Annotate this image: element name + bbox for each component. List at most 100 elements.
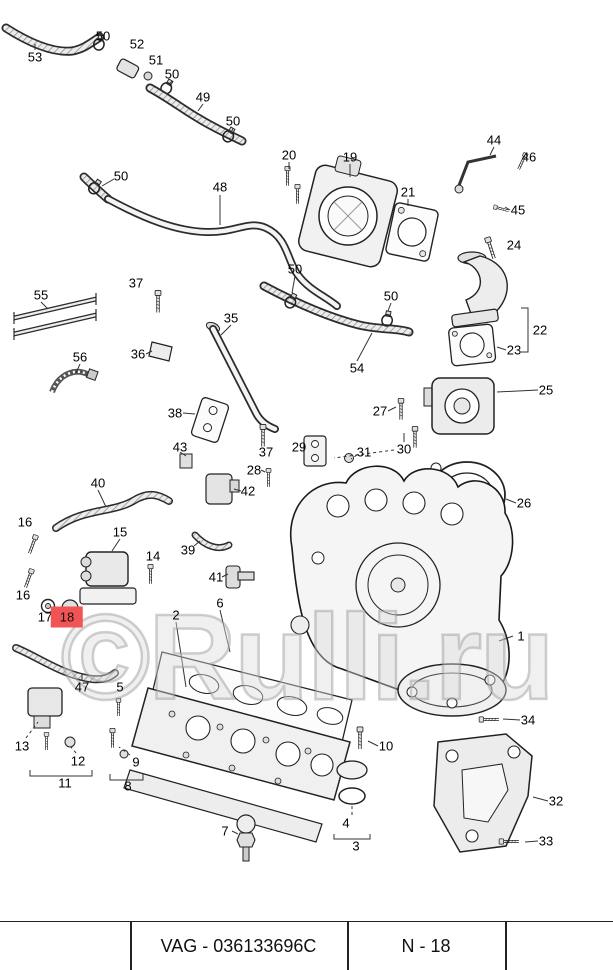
callout-16[interactable]: 16 bbox=[17, 514, 33, 530]
callout-19[interactable]: 19 bbox=[342, 149, 358, 165]
valve-group-11 bbox=[27, 687, 76, 748]
callout-15[interactable]: 15 bbox=[112, 524, 128, 540]
callout-35[interactable]: 35 bbox=[223, 310, 239, 326]
callout-41[interactable]: 41 bbox=[208, 569, 224, 585]
callout-43[interactable]: 43 bbox=[172, 439, 188, 455]
callout-50[interactable]: 50 bbox=[113, 168, 129, 184]
bolt-12-icon bbox=[43, 732, 50, 751]
washer-17 bbox=[40, 598, 56, 614]
bolt-5-icon bbox=[115, 698, 122, 717]
callout-36[interactable]: 36 bbox=[130, 346, 146, 362]
callout-56[interactable]: 56 bbox=[72, 349, 88, 365]
callout-39[interactable]: 39 bbox=[180, 542, 196, 558]
callout-10[interactable]: 10 bbox=[378, 738, 394, 754]
tubes-55 bbox=[13, 293, 97, 340]
callout-2[interactable]: 2 bbox=[172, 607, 180, 623]
callout-16[interactable]: 16 bbox=[15, 587, 31, 603]
callout-11[interactable]: 11 bbox=[58, 775, 72, 791]
heat-shield bbox=[123, 769, 323, 843]
callout-6[interactable]: 6 bbox=[216, 595, 224, 611]
callout-31[interactable]: 31 bbox=[356, 444, 372, 460]
callout-29[interactable]: 29 bbox=[291, 439, 307, 455]
bolt-37-icon bbox=[154, 290, 162, 313]
callout-50[interactable]: 50 bbox=[287, 261, 303, 277]
callout-13[interactable]: 13 bbox=[14, 738, 30, 754]
hose-47 bbox=[12, 644, 119, 684]
callout-25[interactable]: 25 bbox=[538, 382, 554, 398]
callout-17[interactable]: 17 bbox=[37, 609, 53, 625]
footer-divider bbox=[505, 922, 507, 970]
callout-47[interactable]: 47 bbox=[74, 679, 90, 695]
hose-54 bbox=[259, 281, 414, 337]
callout-22[interactable]: 22 bbox=[532, 322, 548, 338]
callout-42[interactable]: 42 bbox=[240, 483, 256, 499]
callout-40[interactable]: 40 bbox=[90, 475, 106, 491]
callout-34[interactable]: 34 bbox=[520, 712, 536, 728]
nut-31 bbox=[344, 453, 354, 463]
callout-28[interactable]: 28 bbox=[246, 462, 262, 478]
callout-33[interactable]: 33 bbox=[538, 833, 554, 849]
footer-divider bbox=[347, 922, 349, 970]
leader-lines bbox=[34, 44, 549, 843]
callout-1[interactable]: 1 bbox=[517, 628, 525, 644]
callout-23[interactable]: 23 bbox=[506, 342, 522, 358]
callout-46[interactable]: 46 bbox=[521, 149, 537, 165]
dashed-leaders bbox=[25, 449, 395, 818]
callout-5[interactable]: 5 bbox=[116, 679, 124, 695]
callout-53[interactable]: 53 bbox=[27, 49, 43, 65]
callout-55[interactable]: 55 bbox=[33, 287, 49, 303]
egr-flange-25 bbox=[423, 377, 495, 435]
bolt-27-icon bbox=[397, 398, 405, 421]
callout-52[interactable]: 52 bbox=[129, 36, 145, 52]
callout-50[interactable]: 50 bbox=[383, 288, 399, 304]
valve-15 bbox=[79, 551, 137, 605]
callout-51[interactable]: 51 bbox=[148, 52, 164, 68]
bolt-14-icon bbox=[147, 564, 154, 585]
callout-37[interactable]: 37 bbox=[128, 275, 144, 291]
callout-21[interactable]: 21 bbox=[400, 184, 416, 200]
callout-50[interactable]: 50 bbox=[225, 113, 241, 129]
callout-30[interactable]: 30 bbox=[396, 441, 412, 457]
solenoid-42 bbox=[205, 473, 240, 505]
callout-14[interactable]: 14 bbox=[145, 548, 161, 564]
callout-24[interactable]: 24 bbox=[506, 237, 522, 253]
footer-divider bbox=[130, 922, 132, 970]
cap-assembly-3-4 bbox=[336, 760, 368, 805]
support-bracket-32 bbox=[433, 733, 533, 853]
callout-49[interactable]: 49 bbox=[195, 89, 211, 105]
callout-48[interactable]: 48 bbox=[212, 179, 228, 195]
callout-3[interactable]: 3 bbox=[352, 838, 360, 854]
pipe-35 bbox=[205, 321, 279, 433]
callout-50[interactable]: 50 bbox=[95, 28, 111, 44]
elbow-pipe-22 bbox=[451, 251, 508, 328]
bolt-37-icon bbox=[259, 424, 267, 447]
callout-37[interactable]: 37 bbox=[258, 444, 274, 460]
gasket-6 bbox=[151, 651, 353, 743]
footer-page-number: N - 18 bbox=[401, 935, 451, 956]
callout-12[interactable]: 12 bbox=[70, 753, 86, 769]
gasket-23 bbox=[448, 323, 497, 367]
callout-27[interactable]: 27 bbox=[372, 403, 388, 419]
callout-44[interactable]: 44 bbox=[486, 132, 502, 148]
callout-32[interactable]: 32 bbox=[548, 793, 564, 809]
footer: VAG - 036133696C N - 18 bbox=[0, 921, 613, 970]
callout-4[interactable]: 4 bbox=[342, 815, 350, 831]
bolt-16-icon bbox=[26, 533, 39, 555]
callout-7[interactable]: 7 bbox=[221, 823, 229, 839]
callout-20[interactable]: 20 bbox=[281, 147, 297, 163]
gasket-38 bbox=[190, 397, 230, 443]
bolt-9-icon bbox=[109, 728, 116, 749]
callout-45[interactable]: 45 bbox=[510, 202, 526, 218]
callout-54[interactable]: 54 bbox=[349, 360, 365, 376]
callout-18[interactable]: 18 bbox=[50, 606, 84, 628]
callout-26[interactable]: 26 bbox=[516, 495, 532, 511]
callout-9[interactable]: 9 bbox=[132, 754, 140, 770]
bolt-20-icon bbox=[294, 184, 301, 205]
callout-8[interactable]: 8 bbox=[124, 778, 132, 794]
callout-50[interactable]: 50 bbox=[164, 66, 180, 82]
callout-38[interactable]: 38 bbox=[167, 405, 183, 421]
spacer-43 bbox=[179, 453, 193, 469]
